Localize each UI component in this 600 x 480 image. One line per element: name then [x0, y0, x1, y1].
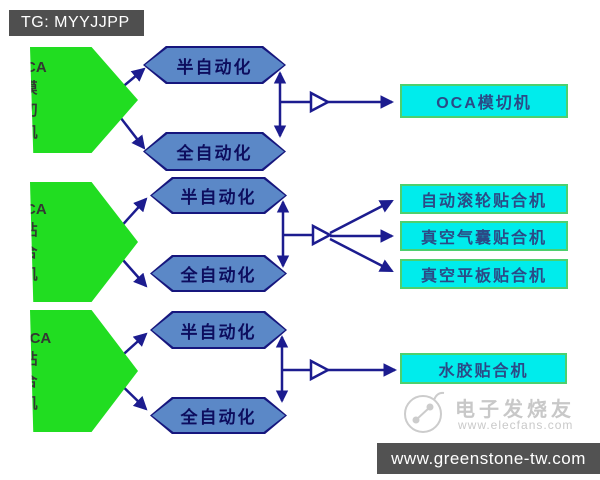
source-label-line2: 模切机	[22, 80, 38, 141]
option-hex-full-auto: 全自动化	[143, 132, 286, 171]
option-hex-full-auto: 全自动化	[150, 397, 287, 434]
flow-junction-triangle-icon	[311, 223, 333, 247]
option-hex-semi-auto: 半自动化	[150, 311, 287, 349]
option-label: 全自动化	[152, 399, 285, 432]
elecfans-logo-icon	[404, 391, 445, 433]
watermark-site: www.elecfans.com	[458, 418, 574, 432]
flow-junction-triangle-icon	[309, 358, 331, 382]
watermark-brand: 电子发烧友	[455, 399, 575, 421]
output-box-roller-laminator: 自动滚轮贴合机	[400, 184, 568, 214]
flow-junction-triangle-icon	[309, 90, 331, 114]
option-label: 全自动化	[145, 134, 284, 169]
source-label-line1: OCA	[13, 58, 47, 76]
option-label: 全自动化	[152, 257, 285, 290]
option-hex-full-auto: 全自动化	[150, 255, 287, 292]
watermark-tag: TG: MYYJJPP	[9, 10, 144, 36]
output-box-water-glue-laminator: 水胶贴合机	[400, 353, 567, 384]
option-hex-semi-auto: 半自动化	[143, 46, 286, 84]
option-hex-semi-auto: 半自动化	[150, 177, 287, 214]
output-box-vacuum-flat-laminator: 真空平板贴合机	[400, 259, 568, 289]
output-box-oca-die-cutter: OCA模切机	[400, 84, 568, 118]
option-label: 半自动化	[152, 179, 285, 212]
source-label-line2: 贴合机	[22, 351, 38, 412]
option-label: 半自动化	[152, 313, 285, 347]
fan-line	[329, 237, 394, 273]
option-label: 半自动化	[145, 48, 284, 82]
source-label-line1: LOCA	[8, 329, 52, 347]
fan-line	[329, 199, 394, 235]
source-label-line1: OCA	[13, 200, 47, 218]
footer-site-bar: www.greenstone-tw.com	[377, 443, 600, 474]
output-box-vacuum-airbag-laminator: 真空气囊贴合机	[400, 221, 568, 251]
source-label-line2: 贴合机	[22, 222, 38, 283]
